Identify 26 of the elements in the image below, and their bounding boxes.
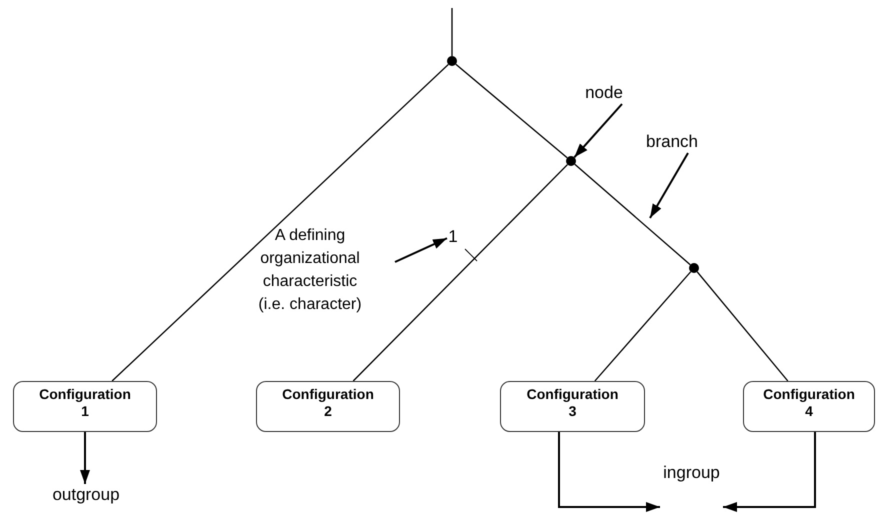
configuration-box: Configuration 1 [13,381,157,432]
node-label: outgroup [51,484,121,505]
arrow [574,103,623,158]
configuration-box: Configuration 3 [500,381,645,432]
branch-line [696,271,788,382]
branch-line [352,164,568,382]
node-label: node [584,82,624,103]
node-label: A defining organizational characteristic (i.e. character) [257,226,363,315]
arrow [558,432,660,512]
node-label: branch [645,131,699,152]
node-label: 1 [447,226,459,247]
node-dot [447,56,457,66]
node-label: ingroup [662,462,721,483]
arrow [723,432,816,512]
branch-line [451,8,453,56]
arrow [394,237,448,263]
branch-line [594,271,692,382]
branch-line [112,64,449,382]
node-dot [689,263,699,273]
branch-line [455,64,568,158]
node-dot [566,156,576,166]
configuration-box: Configuration 4 [743,381,875,432]
arrow [649,152,689,218]
configuration-box: Configuration 2 [256,381,400,432]
branch-line [574,164,691,266]
arrow [80,432,90,484]
